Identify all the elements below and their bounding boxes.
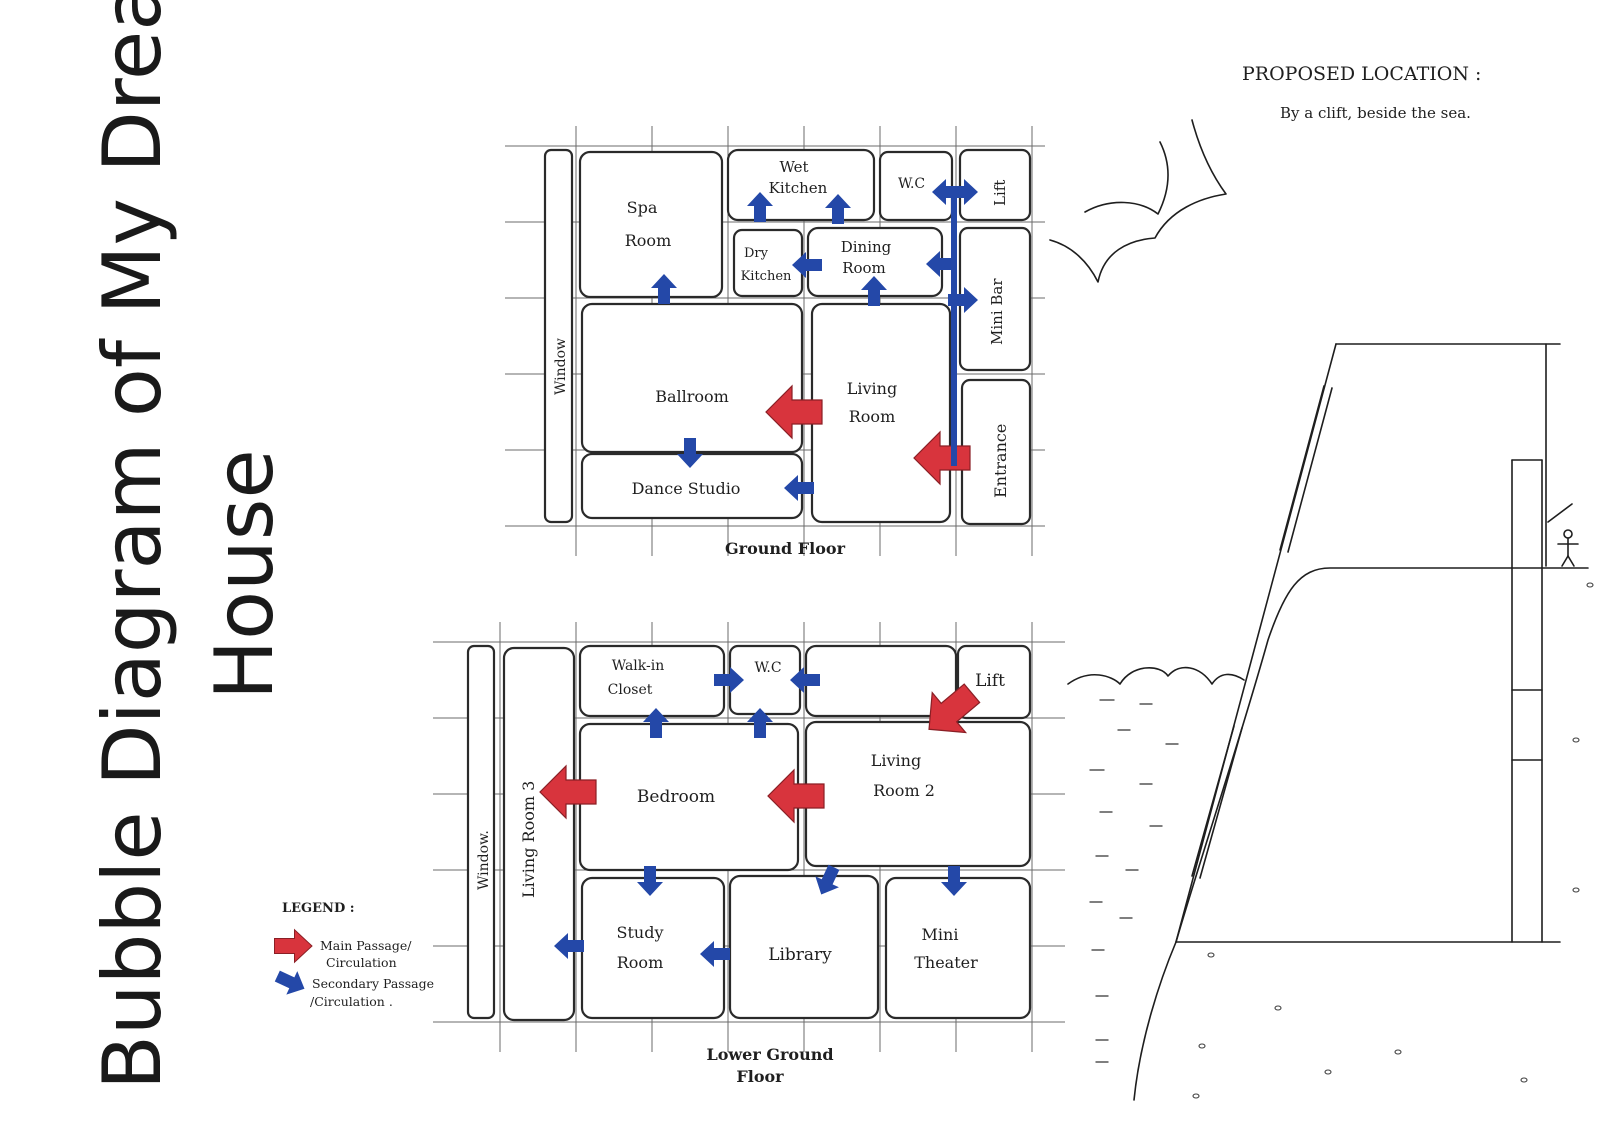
sea-sketch — [1068, 668, 1244, 1062]
lower-ground-floor-plan: Window. Living Room 3 Walk-in Closet W.C… — [433, 622, 1065, 1086]
legend-secondary-arrow — [272, 964, 310, 1000]
gf-dry-kitchen — [734, 230, 802, 296]
title-line-1: Bubble Diagram of My Dream — [86, 0, 179, 1090]
legend: LEGEND : Main Passage/ Circulation Secon… — [272, 901, 434, 1009]
legend-main-arrow — [275, 930, 313, 963]
lgf-living-room-3 — [504, 648, 574, 1020]
gf-dining-label-1: Dining — [841, 238, 892, 256]
gf-spa-room — [580, 152, 722, 297]
legend-main-label-1: Main Passage/ — [320, 938, 412, 953]
gf-dining-label-2: Room — [842, 259, 886, 277]
lgf-living-room-3-label: Living Room 3 — [519, 781, 538, 898]
gf-window — [545, 150, 572, 522]
legend-main-label-2: Circulation — [326, 955, 397, 970]
gf-wc-label: W.C — [898, 176, 925, 192]
proposed-location-text: By a clift, beside the sea. — [1280, 104, 1471, 122]
lgf-walk-in-closet — [580, 646, 724, 716]
legend-secondary-label-2: /Circulation . — [310, 994, 393, 1009]
lower-ground-floor-label-2: Floor — [736, 1067, 784, 1086]
gf-dry-kitchen-label-1: Dry — [744, 246, 769, 261]
ground-floor-plan: Window Spa Room Wet Kitchen W.C Lift Dry… — [505, 126, 1045, 558]
lgf-living2-label-2: Room 2 — [873, 781, 935, 800]
gf-window-label: Window — [553, 338, 569, 395]
gf-living-label-2: Room — [849, 407, 895, 426]
lgf-theater-label-2: Theater — [914, 953, 978, 972]
proposed-location: PROPOSED LOCATION : By a clift, beside t… — [1242, 63, 1481, 122]
rocks-sketch — [1193, 583, 1593, 1098]
lgf-mini-theater — [886, 878, 1030, 1018]
lgf-living2-label-1: Living — [871, 751, 921, 770]
sun-sketch — [1050, 120, 1226, 282]
gf-spa-label-2: Room — [625, 231, 671, 250]
gf-ballroom — [582, 304, 802, 452]
proposed-location-heading: PROPOSED LOCATION : — [1242, 63, 1481, 85]
gf-mini-bar-label: Mini Bar — [988, 278, 1006, 345]
diagram-title: Bubble Diagram of My Dream House — [86, 0, 291, 1090]
gf-living-label-1: Living — [847, 379, 897, 398]
cliff-house-sketch — [1134, 344, 1588, 1100]
title-line-2: House — [198, 449, 291, 700]
lgf-study-room — [582, 878, 724, 1018]
gf-wet-kitchen-label-1: Wet — [779, 158, 808, 176]
lgf-wc-label: W.C — [754, 660, 781, 676]
lgf-library-label: Library — [768, 945, 832, 965]
gf-wet-kitchen-label-2: Kitchen — [769, 179, 828, 197]
lgf-window-label: Window. — [476, 830, 492, 890]
lgf-lift-label: Lift — [975, 671, 1005, 691]
lgf-closet-label-1: Walk-in — [612, 658, 664, 674]
gf-spa-label-1: Spa — [627, 198, 658, 217]
ground-floor-label: Ground Floor — [725, 539, 846, 558]
gf-ballroom-label: Ballroom — [655, 387, 729, 406]
lower-ground-floor-label-1: Lower Ground — [706, 1045, 833, 1064]
legend-title: LEGEND : — [282, 901, 355, 916]
gf-dry-kitchen-label-2: Kitchen — [741, 269, 792, 284]
gf-entrance-label: Entrance — [991, 424, 1010, 498]
lgf-study-label-2: Room — [617, 953, 663, 972]
lgf-closet-label-2: Closet — [608, 682, 653, 698]
lgf-theater-label-1: Mini — [922, 925, 959, 944]
lgf-bedroom-label: Bedroom — [637, 787, 715, 807]
gf-dance-studio-label: Dance Studio — [632, 479, 741, 498]
legend-secondary-label-1: Secondary Passage — [312, 976, 434, 991]
gf-lift-label: Lift — [991, 180, 1009, 206]
lgf-study-label-1: Study — [617, 923, 664, 942]
